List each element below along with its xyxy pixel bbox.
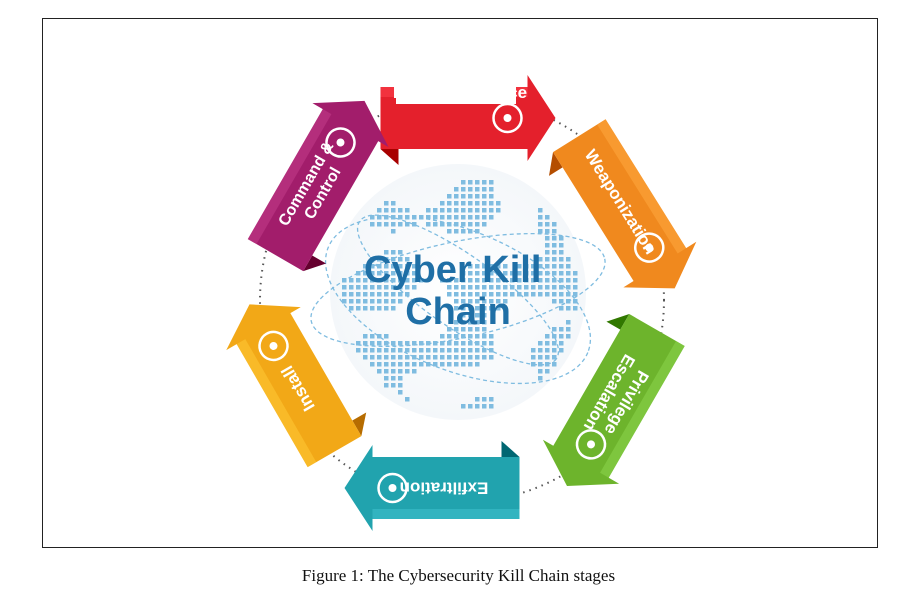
magnifier-icon [258, 330, 289, 362]
stage-command-and-control: Command &Control [247, 100, 389, 272]
stage-label: Reconnaissance [393, 83, 527, 102]
target-icon [634, 232, 665, 263]
gauge-icon [377, 472, 408, 504]
globe-graphic [310, 164, 606, 420]
arrow-shape [553, 119, 697, 289]
stage-label: Exfiltration [400, 478, 489, 497]
stage-weaponization: Weaponization [548, 119, 697, 289]
stage-reconnaissance: Reconnaissance [380, 75, 556, 165]
orbit-circle [259, 97, 665, 503]
chat-bubbles-icon [575, 429, 607, 460]
diagram-title: Cyber Kill Chain [364, 249, 552, 333]
speech-bubble-icon [325, 127, 356, 158]
stage-exfiltration: Exfiltration [344, 441, 520, 531]
arrow-shape [542, 314, 685, 486]
figure-caption: Figure 1: The Cybersecurity Kill Chain s… [301, 566, 616, 585]
stage-install: Install [226, 304, 367, 468]
